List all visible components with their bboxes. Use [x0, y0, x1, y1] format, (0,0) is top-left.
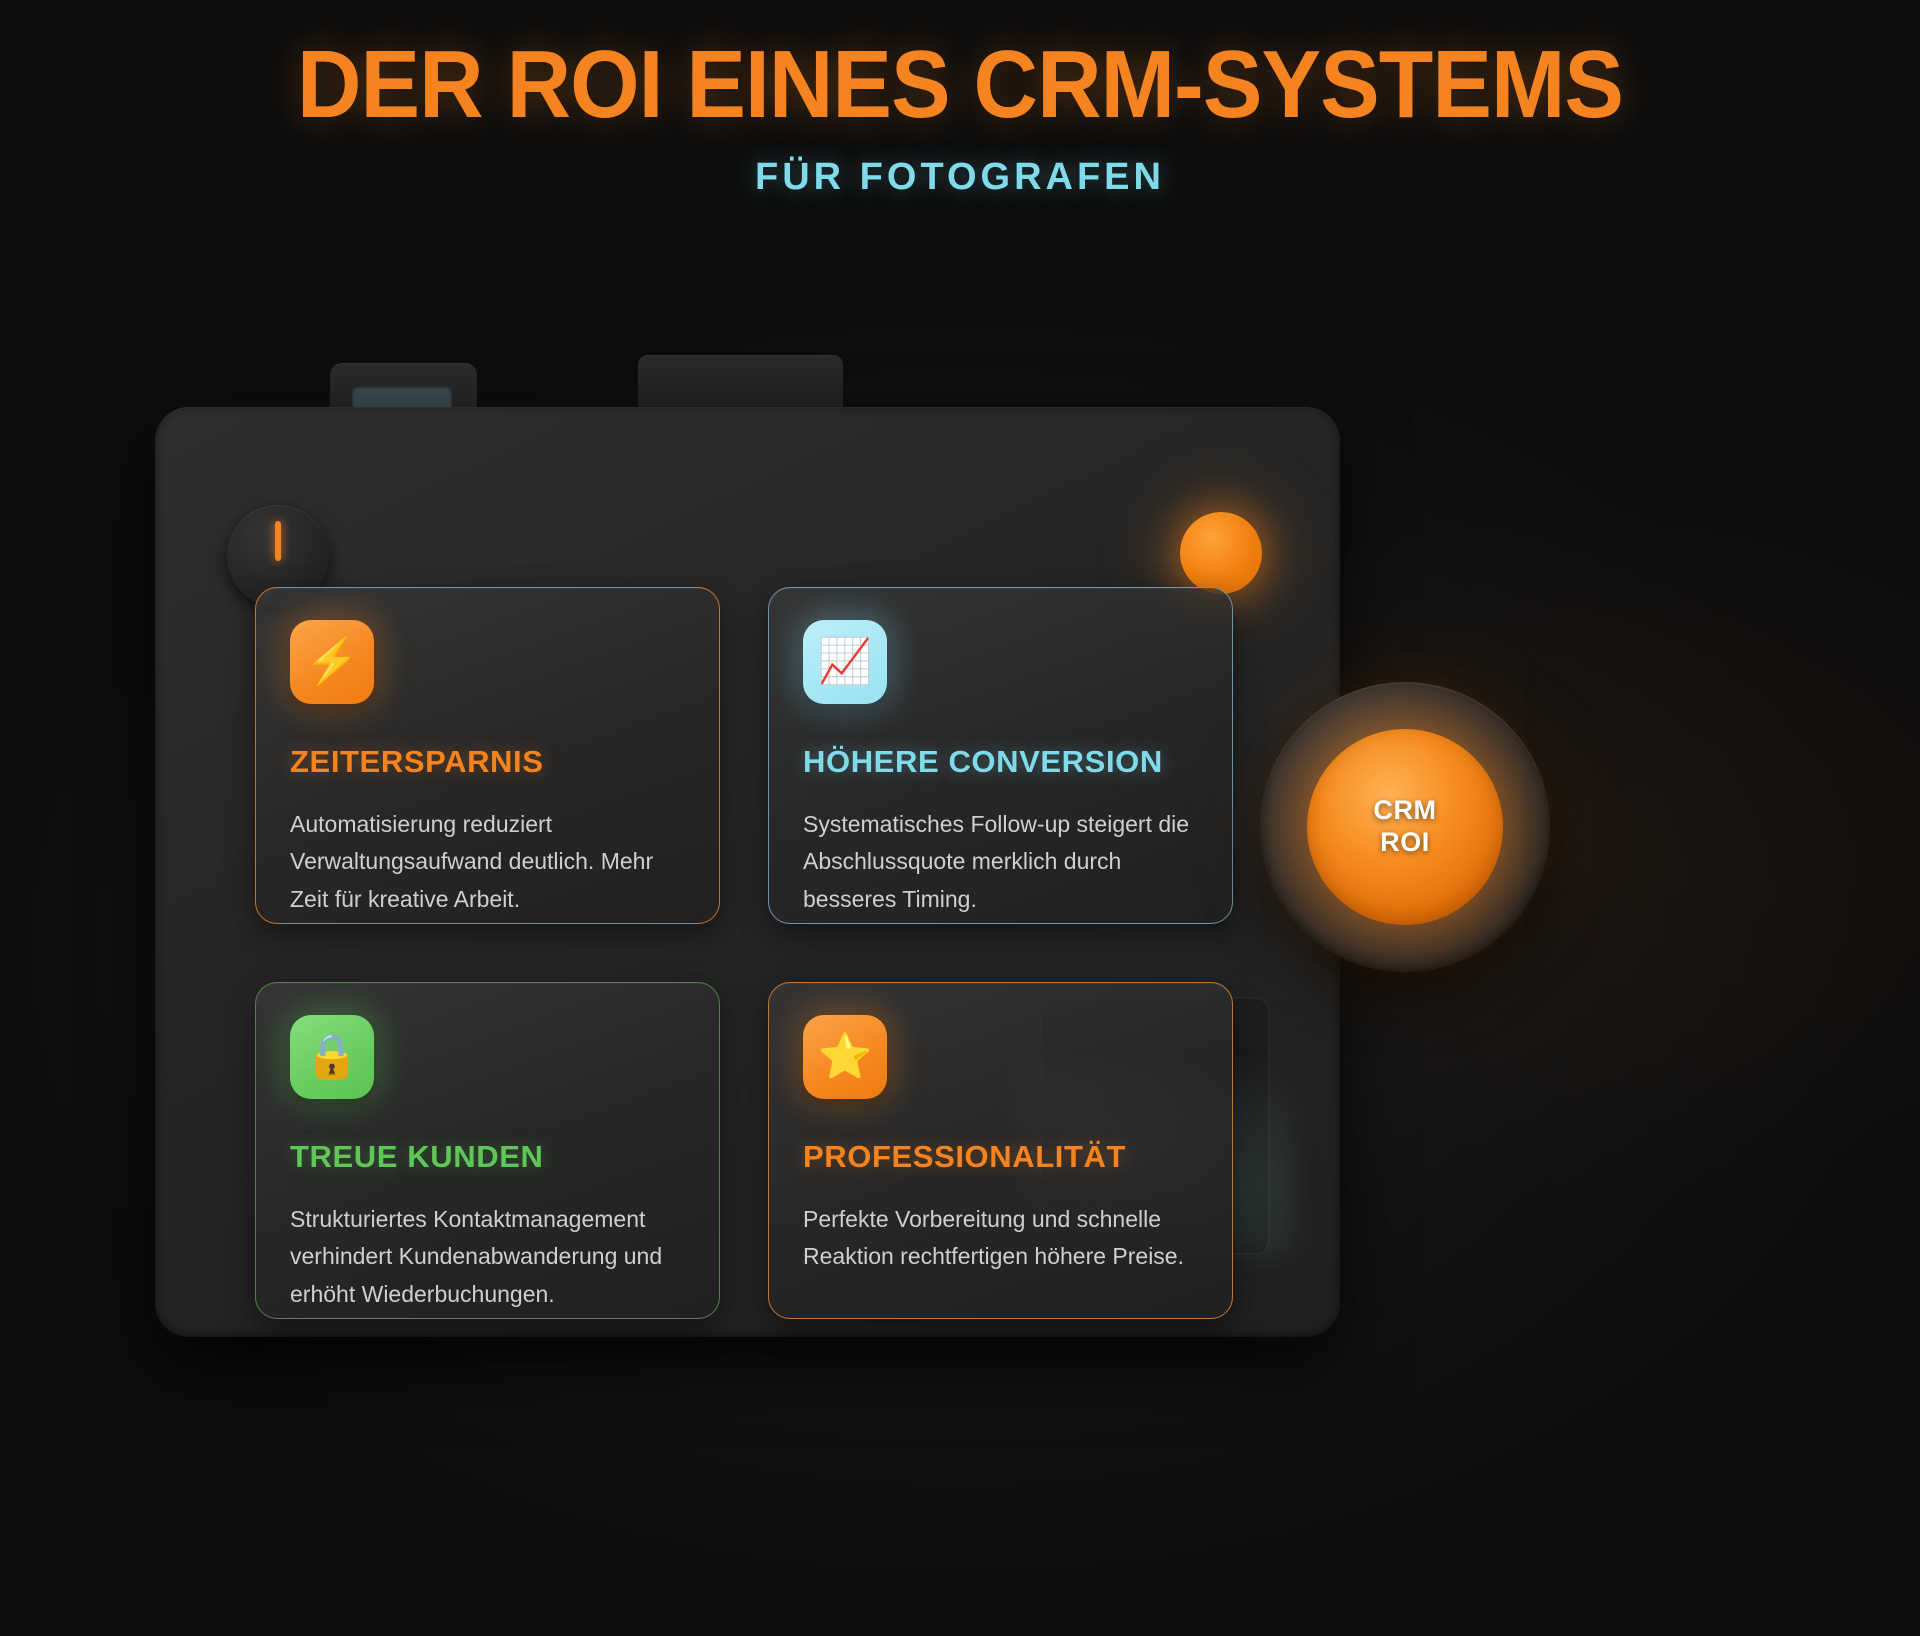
benefit-cards-grid: ⚡ ZEITERSPARNIS Automatisierung reduzier… [255, 587, 1235, 1319]
chart-increasing-icon: 📈 [803, 620, 887, 704]
crm-roi-badge-line1: CRM [1373, 795, 1437, 826]
crm-roi-badge[interactable]: CRM ROI [1260, 682, 1550, 972]
benefit-card-title: ZEITERSPARNIS [290, 744, 544, 779]
benefit-card-body: Strukturiertes Kontaktmanagement verhind… [290, 1206, 663, 1307]
benefit-card-title: HÖHERE CONVERSION [803, 744, 1163, 779]
benefit-card-professionalitaet[interactable]: ⭐ PROFESSIONALITÄT Perfekte Vorbereitung… [768, 982, 1233, 1319]
page-title: DER ROI EINES CRM-SYSTEMS [296, 31, 1624, 138]
benefit-card-hoehere-conversion[interactable]: 📈 HÖHERE CONVERSION Systematisches Follo… [768, 587, 1233, 924]
crm-roi-badge-line2: ROI [1380, 827, 1430, 857]
device-body: ⚡ ZEITERSPARNIS Automatisierung reduzier… [155, 407, 1550, 1337]
benefit-card-body: Systematisches Follow-up steigert die Ab… [803, 811, 1190, 912]
crm-roi-badge-core: CRM ROI [1307, 729, 1503, 925]
benefit-card-title: PROFESSIONALITÄT [803, 1139, 1127, 1174]
star-icon: ⭐ [803, 1015, 887, 1099]
page-header: DER ROI EINES CRM-SYSTEMS FÜR FOTOGRAFEN [0, 0, 1920, 199]
benefit-card-title: TREUE KUNDEN [290, 1139, 544, 1174]
status-led-indicator [1180, 512, 1262, 594]
benefit-card-body: Perfekte Vorbereitung und schnelle Reakt… [803, 1206, 1184, 1270]
benefit-card-treue-kunden[interactable]: 🔒 TREUE KUNDEN Strukturiertes Kontaktman… [255, 982, 720, 1319]
device-illustration: ⚡ ZEITERSPARNIS Automatisierung reduzier… [155, 355, 1550, 1355]
lock-icon: 🔒 [290, 1015, 374, 1099]
page-subtitle: FÜR FOTOGRAFEN [755, 155, 1165, 198]
device-tab-left-slot [352, 386, 452, 410]
lightning-bolt-icon: ⚡ [290, 620, 374, 704]
benefit-card-zeitersparnis[interactable]: ⚡ ZEITERSPARNIS Automatisierung reduzier… [255, 587, 720, 924]
control-knob-indicator [275, 521, 281, 561]
benefit-card-body: Automatisierung reduziert Verwaltungsauf… [290, 811, 654, 912]
